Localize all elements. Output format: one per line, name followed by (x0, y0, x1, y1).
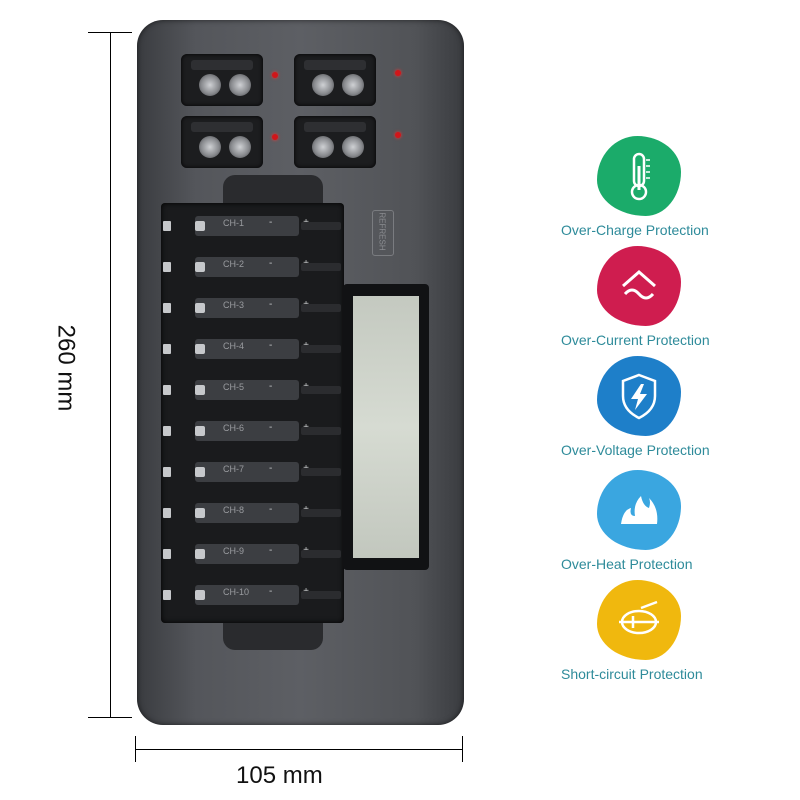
channel-label: CH-7 (223, 464, 245, 474)
height-dimension-tick-bottom (88, 717, 132, 718)
battery-terminal (342, 74, 364, 96)
aa-slot: CH-10 - + (161, 578, 344, 612)
nine-volt-bay-4 (294, 116, 376, 168)
polarity-label: - + (269, 422, 323, 433)
aa-slot: CH-5 - + (161, 373, 344, 407)
feature-badge (597, 356, 681, 436)
channel-label: CH-5 (223, 382, 245, 392)
aa-slot: CH-6 - + (161, 414, 344, 448)
polarity-label: - + (269, 504, 323, 515)
lcd-display (353, 296, 419, 558)
height-dimension-tick-top (88, 32, 132, 33)
battery-terminal (199, 136, 221, 158)
polarity-label: - + (269, 463, 323, 474)
short-circuit-icon (619, 600, 659, 635)
feature-label: Over-Charge Protection (561, 222, 709, 238)
aa-slot: CH-9 - + (161, 537, 344, 571)
channel-label: CH-10 (223, 587, 250, 597)
channel-label: CH-6 (223, 423, 245, 433)
width-dimension-line (135, 749, 463, 750)
battery-terminal (229, 136, 251, 158)
height-dimension-line (110, 32, 111, 718)
aa-slot: CH-1 - + (161, 209, 344, 243)
polarity-label: - + (269, 258, 323, 269)
battery-terminal (199, 74, 221, 96)
battery-terminal (312, 136, 334, 158)
polarity-label: - + (269, 586, 323, 597)
battery-terminal (229, 74, 251, 96)
aa-battery-bay: CH-1- + CH-2- + CH-3- + CH-4- + CH-5- + … (161, 203, 344, 623)
nine-volt-bay-2 (294, 54, 376, 106)
refresh-label: REFRESH (377, 212, 387, 251)
channel-label: CH-9 (223, 546, 245, 556)
feature-badge (597, 470, 681, 550)
led-indicator (395, 70, 401, 76)
battery-charger: CH-1- + CH-2- + CH-3- + CH-4- + CH-5- + … (137, 20, 464, 725)
width-dimension-tick-left (135, 736, 136, 762)
polarity-label: - + (269, 545, 323, 556)
channel-label: CH-2 (223, 259, 245, 269)
aa-slot: CH-7 - + (161, 455, 344, 489)
height-dimension-label: 260 mm (52, 324, 80, 412)
aa-slot: CH-2 - + (161, 250, 344, 284)
led-indicator (272, 72, 278, 78)
feature-label: Short-circuit Protection (561, 666, 703, 682)
led-indicator (272, 134, 278, 140)
led-indicator (395, 132, 401, 138)
channel-label: CH-4 (223, 341, 245, 351)
polarity-label: - + (269, 381, 323, 392)
flame-icon (621, 496, 658, 524)
feature-label: Over-Current Protection (561, 332, 710, 348)
aa-slot: CH-3 - + (161, 291, 344, 325)
width-dimension-tick-right (462, 736, 463, 762)
polarity-label: - + (269, 340, 323, 351)
feature-badge (597, 136, 681, 216)
polarity-label: - + (269, 217, 323, 228)
battery-terminal (312, 74, 334, 96)
feature-label: Over-Heat Protection (561, 556, 693, 572)
channel-label: CH-3 (223, 300, 245, 310)
feature-label: Over-Voltage Protection (561, 442, 710, 458)
width-dimension-label: 105 mm (236, 762, 323, 789)
feature-badge (597, 580, 681, 660)
channel-label: CH-1 (223, 218, 245, 228)
thermometer-icon (630, 152, 650, 201)
lcd-display-frame (343, 284, 429, 570)
house-wave-icon (622, 270, 656, 300)
channel-label: CH-8 (223, 505, 245, 515)
refresh-button[interactable]: REFRESH (372, 210, 394, 256)
shield-bolt-icon (621, 373, 657, 420)
aa-slot: CH-4 - + (161, 332, 344, 366)
aa-slot: CH-8 - + (161, 496, 344, 530)
feature-badge (597, 246, 681, 326)
battery-terminal (342, 136, 364, 158)
nine-volt-bay-1 (181, 54, 263, 106)
polarity-label: - + (269, 299, 323, 310)
nine-volt-bay-3 (181, 116, 263, 168)
